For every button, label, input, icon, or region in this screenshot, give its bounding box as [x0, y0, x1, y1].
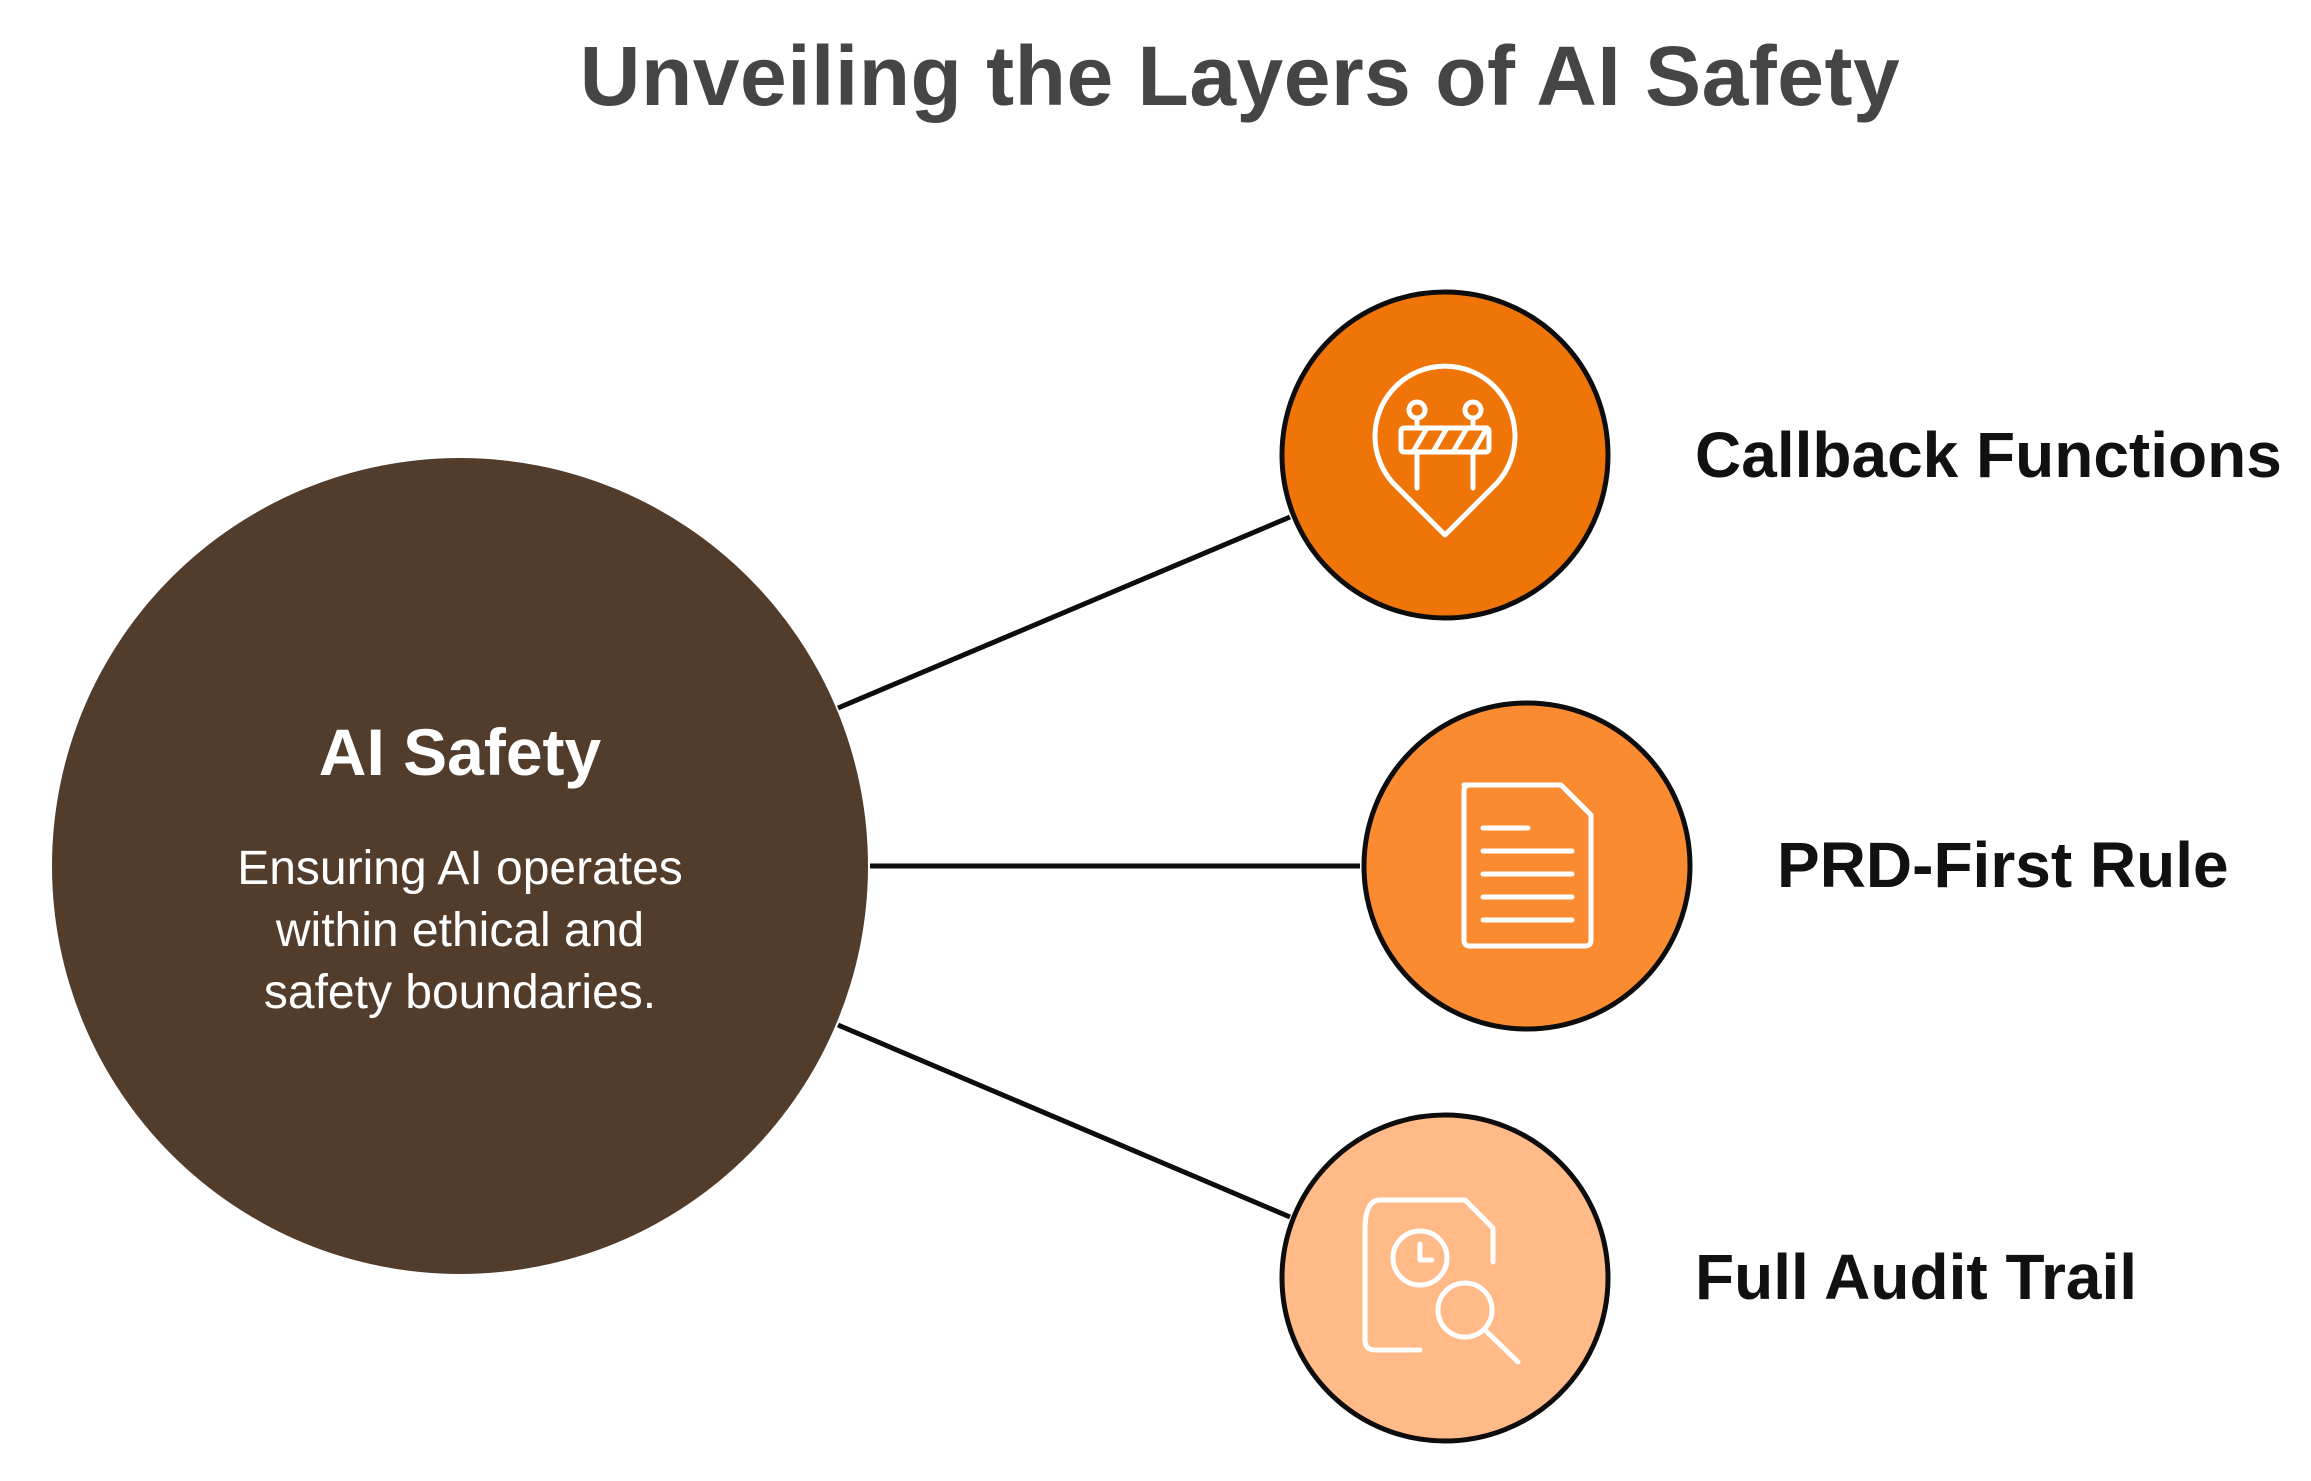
barrier-location-pin-icon	[1372, 363, 1518, 538]
full-audit-trail-node	[1279, 1112, 1611, 1444]
center-title: AI Safety	[318, 715, 602, 789]
prd-first-rule-label: PRD-First Rule	[1777, 829, 2229, 901]
prd-first-rule-node	[1361, 700, 1693, 1032]
callback-functions-circle	[1279, 289, 1611, 621]
ai-safety-circle	[52, 458, 868, 1274]
page-title: Unveiling the Layers of AI Safety	[579, 29, 1901, 123]
prd-first-rule-circle	[1361, 700, 1693, 1032]
document-icon	[1461, 782, 1594, 949]
callback-functions-label: Callback Functions	[1695, 419, 2282, 491]
callback-functions-node	[1279, 289, 1611, 621]
connector-line-audit	[837, 1022, 1291, 1220]
document-clock-search-icon	[1362, 1197, 1521, 1365]
full-audit-trail-circle	[1279, 1112, 1611, 1444]
full-audit-trail-label: Full Audit Trail	[1695, 1241, 2138, 1313]
center-description: Ensuring AI operates within ethical and …	[237, 842, 683, 1019]
connector-line-callback	[837, 514, 1291, 711]
